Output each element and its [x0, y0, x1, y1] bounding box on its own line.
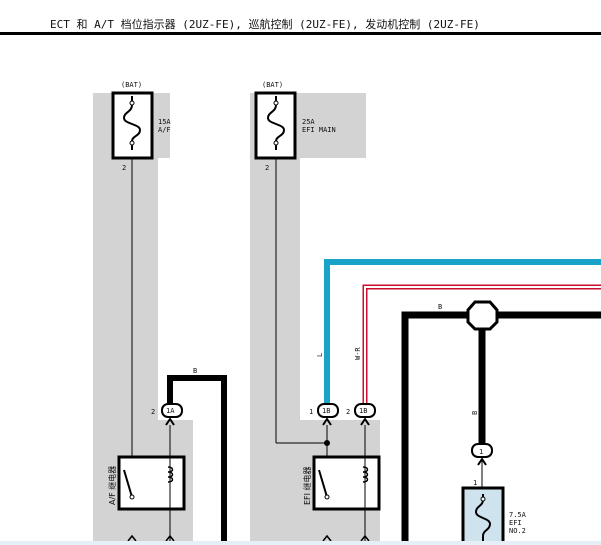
wire-b-top — [401, 311, 601, 545]
fuse-efi-main-icon — [266, 96, 286, 150]
connector-1a — [161, 403, 183, 418]
wire-wr-inner — [364, 286, 601, 403]
fuse-af-source: (BAT) — [121, 81, 142, 89]
page-title: ECT 和 A/T 档位指示器 (2UZ-FE), 巡航控制 (2UZ-FE),… — [50, 18, 480, 31]
fuse-efi-main-amp: 25A — [302, 118, 315, 126]
relay-efi-box — [312, 455, 381, 511]
conn-1a-arrow — [165, 417, 175, 426]
relay-af-switch — [123, 469, 133, 498]
conn-1b1-pin: 1 — [309, 408, 313, 416]
relay-af-label: A/F 继电器 — [107, 466, 117, 505]
relay-af-box — [117, 455, 186, 511]
connector-1b-pin1 — [317, 403, 339, 418]
fuse-efi2-amp: 7.5A — [509, 511, 527, 519]
header-rule — [0, 32, 601, 35]
fuse-efi2-name2: NO.2 — [509, 527, 526, 535]
conn-1a-id: 1A — [166, 407, 175, 415]
relay-af-contact — [129, 494, 135, 500]
fuse-efi2-name: EFI — [509, 519, 522, 527]
af-zone-fuse — [158, 93, 170, 158]
fuse-efi-main-name: EFI MAIN — [302, 126, 336, 134]
fuse-af-term-bottom — [129, 140, 135, 146]
wire-wr-label: W-R — [354, 347, 362, 360]
fuse-af-name: A/F — [158, 126, 171, 134]
relay-efi-label: EFI 继电器 — [302, 466, 312, 505]
relay-efi-coil-icon — [362, 466, 369, 483]
wire-b-af-label: B — [193, 367, 197, 375]
conn-1b2-arrow — [360, 417, 370, 426]
fuse-af-term-top — [129, 100, 135, 106]
relay-efi-contact — [324, 494, 330, 500]
conn-1a-pin: 2 — [151, 408, 155, 416]
wire-blue-l — [324, 259, 601, 403]
wire-b-top-label: B — [438, 303, 442, 311]
connector-1 — [471, 443, 493, 458]
bottom-strip — [0, 541, 601, 545]
conn-1-id: 1 — [479, 448, 483, 456]
fuse-efi-main-source: (BAT) — [262, 81, 283, 89]
conn-1b1-arrow — [322, 417, 332, 426]
splice-point — [466, 300, 499, 331]
fuse-efi-main-term-top — [273, 100, 279, 106]
fuse-efi2-pin: 1 — [473, 479, 477, 487]
fuse-af-icon — [122, 96, 142, 150]
relay-af-coil-icon — [167, 466, 174, 483]
relay-efi-out-arrow-2 — [360, 534, 370, 542]
fuse-efi-main-pin: 2 — [265, 164, 269, 172]
fuse-af-amp: 15A — [158, 118, 171, 126]
relay-af-out-arrow-1 — [127, 534, 137, 542]
wire-b-af — [167, 375, 227, 545]
efi-zone-fuse — [300, 93, 366, 158]
connector-1b-pin2 — [354, 403, 376, 418]
fuse-efi2-icon — [474, 494, 492, 545]
relay-efi-out-arrow-1 — [322, 534, 332, 542]
conn-1b2-pin: 2 — [346, 408, 350, 416]
wire-b-vertical-label: B — [471, 411, 479, 415]
conn-1b1-id: 1B — [322, 407, 330, 415]
relay-efi-switch — [318, 469, 328, 498]
fuse-efi-main-term-bottom — [273, 140, 279, 146]
conn-1b2-id: 1B — [359, 407, 367, 415]
relay-af-out-arrow-2 — [165, 534, 175, 542]
fuse-af-pin: 2 — [122, 164, 126, 172]
fuse-efi2-term — [480, 496, 486, 502]
wire-blue-label: L — [316, 353, 324, 357]
